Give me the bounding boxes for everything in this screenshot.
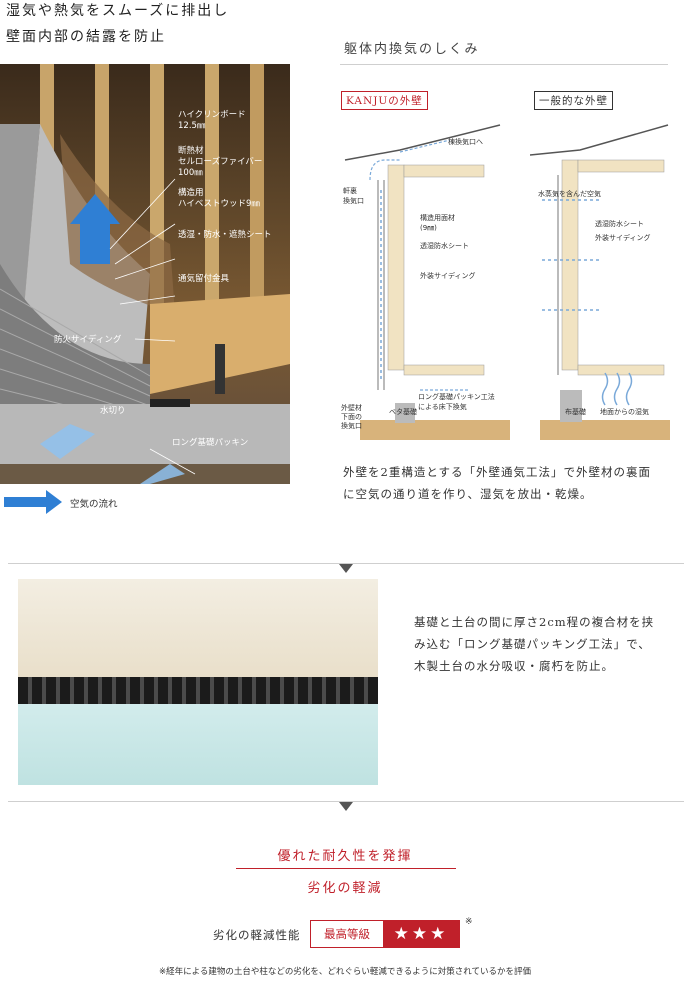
packing-text-line1: 基礎と土台の間に厚さ2cm程の複合材を挟: [414, 615, 655, 629]
kanju-label-packing1: ロング基礎パッキン工法: [418, 393, 495, 401]
general-label-humid-air: 水蒸気を含んだ空気: [538, 190, 601, 198]
rating-grade: 最高等級: [324, 927, 370, 941]
section-divider-2: [8, 801, 684, 802]
rating-label: 劣化の軽減性能: [213, 928, 301, 942]
rating-stars-icon: ★★★: [383, 921, 459, 947]
rating-note-mark: ※: [465, 917, 473, 927]
airflow-arrow-icon: [4, 490, 62, 514]
label-insulation: 断熱材: [178, 146, 204, 156]
kanju-label-foundation: ベタ基礎: [389, 408, 417, 416]
general-label-foundation: 布基礎: [565, 408, 586, 416]
ventilation-desc-line1: 外壁を2重構造とする「外壁通気工法」で外壁材の裏面: [343, 465, 651, 479]
label-siding: 防火サイディング: [54, 335, 122, 345]
label-board: ハイクリンボード: [178, 110, 246, 120]
label-structural: 構造用: [178, 188, 204, 198]
header-line2: 壁面内部の結露を防止: [6, 29, 166, 45]
packing-photo: [18, 579, 378, 785]
general-label-ground: 地面からの湿気: [600, 408, 649, 416]
packing-text-line3: 木製土台の水分吸収・腐朽を防止。: [414, 659, 614, 673]
label-bracket: 通気留付金具: [178, 274, 230, 284]
kanju-label-packing2: による床下換気: [418, 403, 467, 411]
wall-structure-photo: ハイクリンボード 12.5㎜ 断熱材 セルローズファイバー 100㎜ 構造用 ハ…: [0, 64, 290, 484]
legend-airflow-label: 空気の流れ: [70, 499, 118, 510]
general-wall-diagram: [530, 124, 670, 440]
kanju-label-bottom2: 下面の: [341, 413, 362, 421]
kanju-label-bottom1: 外壁材: [341, 404, 362, 412]
packing-text-line2: み込む「ロング基礎パッキング工法」で、: [414, 637, 651, 651]
kanju-label-bottom3: 換気口: [341, 422, 362, 430]
ventilation-title: 躯体内換気のしくみ: [344, 42, 480, 57]
kanju-label-structural2: (9㎜): [420, 224, 437, 232]
kanju-label-eave2: 換気口: [343, 197, 364, 205]
ventilation-desc-line2: に空気の通り道を作り、湿気を放出・乾燥。: [343, 487, 593, 501]
general-label-membrane: 透湿防水シート: [595, 220, 644, 228]
down-triangle-icon: [339, 564, 353, 573]
durability-subheadline: 劣化の軽減: [307, 881, 383, 896]
rating-box: 最高等級 ★★★: [310, 920, 460, 948]
label-structural-name: ハイベストウッド9㎜: [178, 199, 260, 209]
general-label-siding: 外装サイディング: [595, 234, 651, 242]
wall-structure-illustration: [0, 64, 290, 484]
down-triangle-icon: [339, 802, 353, 811]
label-insulation-name: セルローズファイバー: [178, 157, 263, 167]
label-insulation-size: 100㎜: [178, 168, 203, 178]
kanju-label-ridge: 棟換気口へ: [448, 138, 483, 146]
durability-headline: 優れた耐久性を発揮: [277, 849, 413, 864]
section-divider-1: [8, 563, 684, 564]
kanju-wall-diagram: [344, 124, 510, 440]
ventilation-divider: [340, 64, 668, 65]
kanju-label-structural1: 構造用面材: [420, 214, 455, 222]
label-board-size: 12.5㎜: [178, 121, 206, 131]
durability-divider: [236, 868, 456, 869]
header-line1: 湿気や熱気をスムーズに排出し: [6, 3, 230, 19]
kanju-label-eave1: 軒裏: [343, 187, 357, 195]
label-sheet: 透湿・防水・遮熱シート: [178, 230, 272, 240]
kanju-label-siding: 外装サイディング: [420, 272, 476, 280]
label-drip: 水切り: [100, 406, 126, 416]
durability-footnote: ※経年による建物の土台や柱などの劣化を、どれぐらい軽減できるように対策されている…: [159, 967, 531, 977]
kanju-wall-title: KANJUの外壁: [341, 91, 428, 110]
label-packing: ロング基礎パッキン: [172, 438, 249, 448]
kanju-label-membrane: 透湿防水シート: [420, 242, 469, 250]
general-wall-title: 一般的な外壁: [534, 91, 613, 110]
